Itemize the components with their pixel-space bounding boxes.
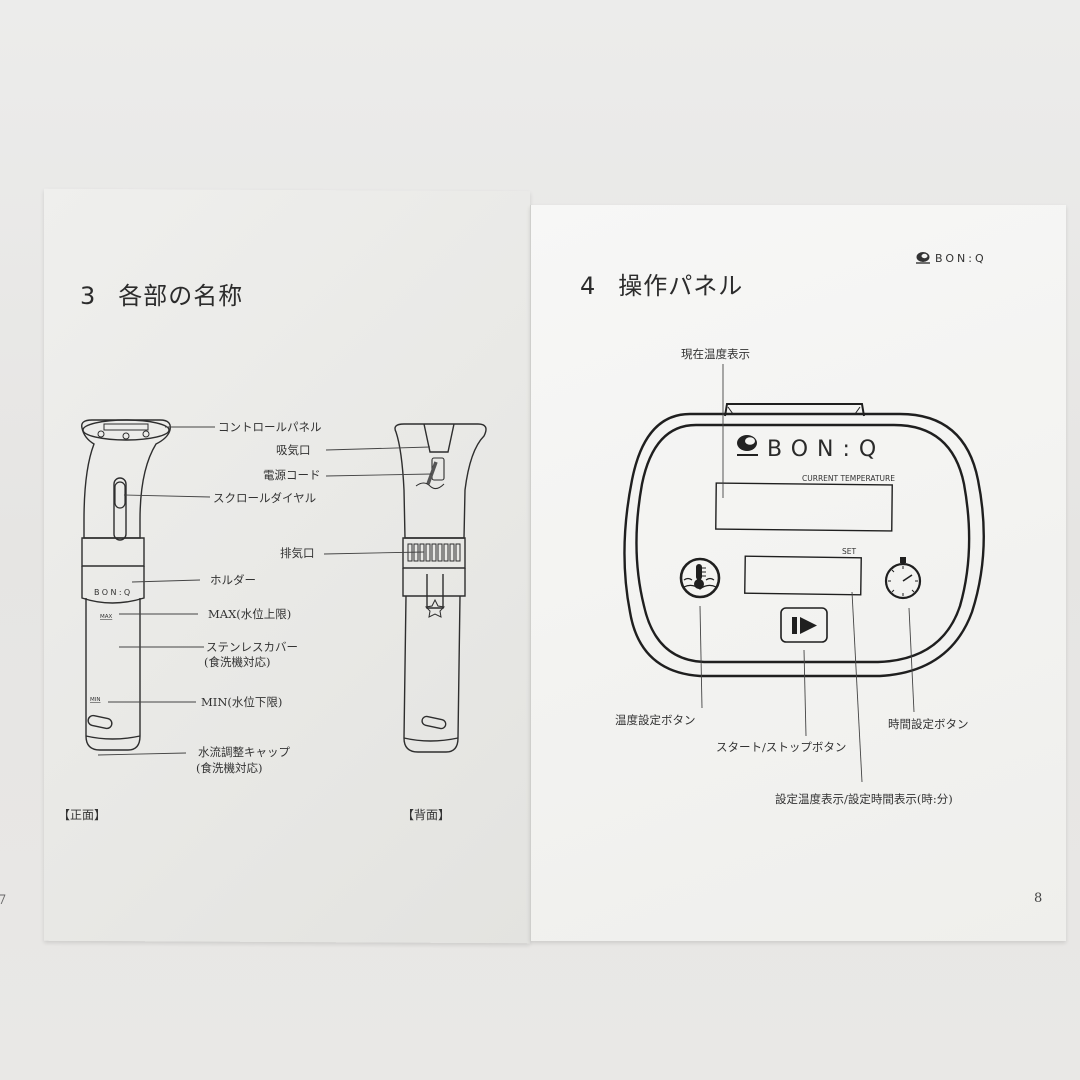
label-time-set-button: 時間設定ボタン	[888, 717, 969, 731]
label-temp-set-button: 温度設定ボタン	[615, 713, 696, 727]
section-heading-panel: 4 操作パネル	[580, 266, 743, 301]
label-max-level: MAX(水位上限)	[208, 607, 292, 621]
label-min-level: MIN(水位下限)	[201, 695, 283, 709]
section-title: 操作パネル	[618, 272, 744, 300]
temperature-button-icon	[679, 557, 721, 599]
manual-page-right	[530, 205, 1066, 941]
label-stainless-cover-note: (食洗機対応)	[204, 655, 271, 669]
caption-front: 【正面】	[58, 808, 107, 822]
current-temperature-tag: CURRENT TEMPERATURE	[802, 474, 895, 483]
panel-brand-logo-icon	[737, 435, 758, 456]
page-number-left: 7	[0, 893, 7, 908]
label-control-panel: コントロールパネル	[218, 420, 322, 434]
brand-logo-icon	[916, 252, 930, 264]
page-number-right: 8	[1034, 891, 1043, 906]
label-intake: 吸気口	[276, 443, 311, 457]
label-power-cord: 電源コード	[263, 468, 321, 482]
device-brand-mark: BON:Q	[94, 588, 133, 597]
label-stainless-cover: ステンレスカバー	[206, 640, 298, 654]
section-heading-parts: 3 各部の名称	[80, 276, 243, 311]
section-number: 4	[580, 272, 597, 300]
section-title: 各部の名称	[118, 282, 244, 310]
label-holder: ホルダー	[210, 573, 256, 587]
set-tag: SET	[842, 547, 857, 556]
label-set-display: 設定温度表示/設定時間表示(時:分)	[775, 792, 953, 806]
label-scroll-dial: スクロールダイヤル	[213, 491, 317, 505]
caption-back: 【背面】	[402, 808, 451, 822]
label-flow-cap: 水流調整キャップ	[198, 745, 290, 759]
label-current-temp-display: 現在温度表示	[681, 347, 750, 361]
label-start-stop-button: スタート/ストップボタン	[716, 740, 847, 754]
start-stop-button-icon	[780, 607, 828, 643]
brand-logo-text: BON:Q	[935, 252, 987, 265]
panel-brand-text: BON:Q	[767, 437, 886, 462]
label-flow-cap-note: (食洗機対応)	[196, 761, 263, 775]
label-exhaust: 排気口	[280, 546, 315, 560]
section-number: 3	[80, 282, 97, 310]
svg-text:MIN: MIN	[90, 697, 100, 703]
time-button-icon	[884, 557, 922, 600]
svg-text:MAX: MAX	[100, 614, 113, 620]
